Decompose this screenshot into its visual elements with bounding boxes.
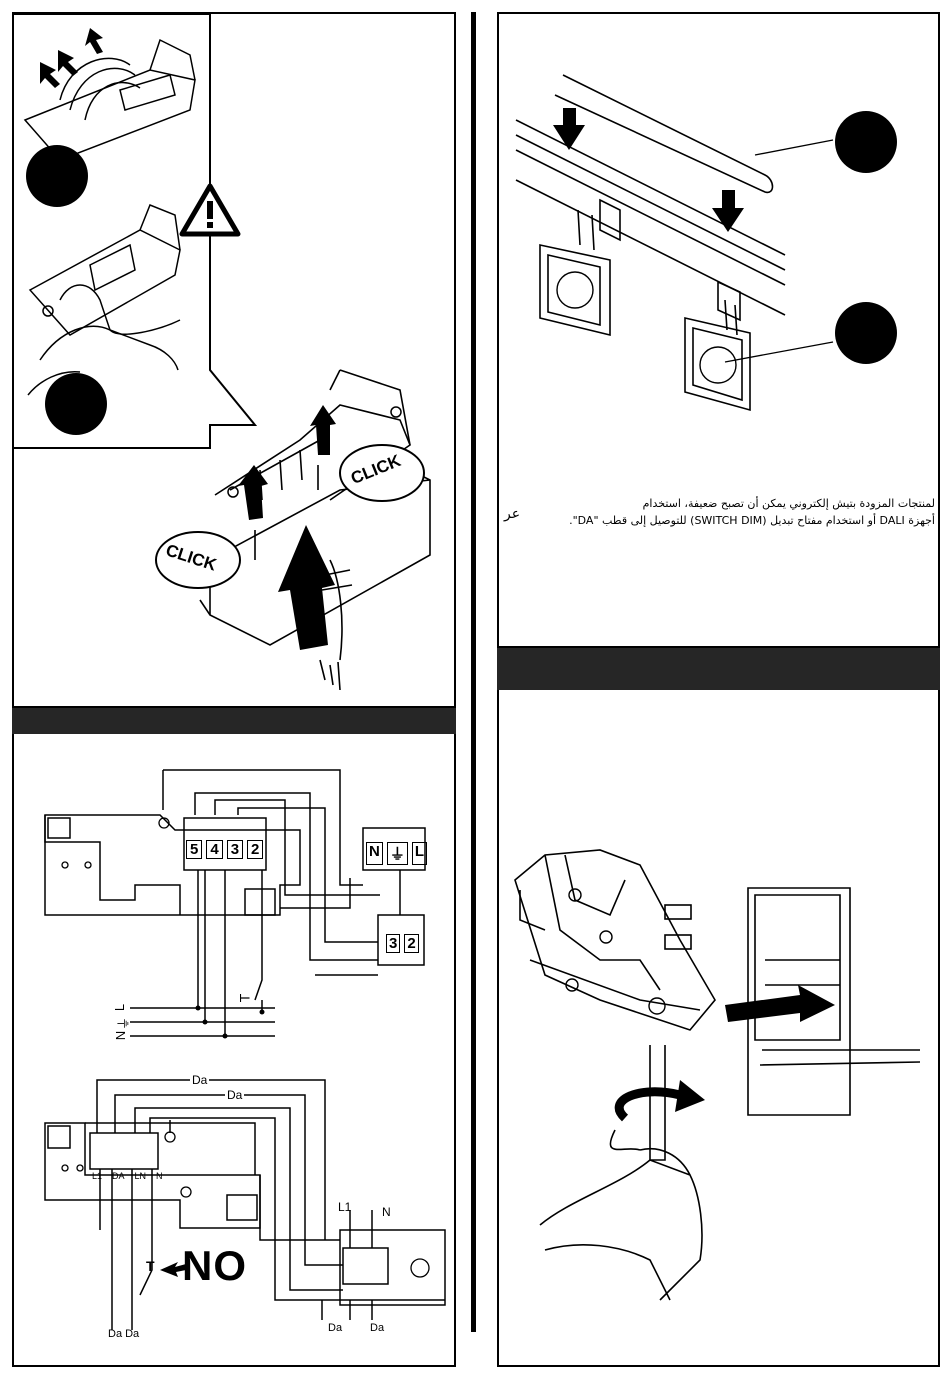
panel-top-left <box>12 12 456 708</box>
driver-terminal-block: L1 DA LN N <box>92 1171 163 1181</box>
bus-label-earth: ⏚ <box>113 1017 132 1030</box>
panel-bottom-right <box>497 690 940 1367</box>
terminal-label: 5 <box>186 840 202 859</box>
arabic-note-line-1: لمنتجات المزودة بتيش إلكتروني يمكن أن تص… <box>530 496 935 512</box>
terminal-label: ⏚ <box>387 842 408 865</box>
da-label-top-2: Da <box>225 1088 244 1102</box>
bus-label-n: N <box>113 1031 128 1040</box>
terminal-label: 4 <box>206 840 222 859</box>
bottom-da-1: Da <box>328 1322 342 1334</box>
terminal-label: N <box>366 842 383 865</box>
right-label-l1: L1 <box>338 1200 351 1214</box>
section-bar-right <box>497 648 940 690</box>
terminal-label: L <box>412 842 427 865</box>
bottom-da-2: Da <box>370 1322 384 1334</box>
aux-terminal-block: 3 2 <box>386 934 419 953</box>
terminal-label: 2 <box>247 840 263 859</box>
bus-label-l: L <box>112 1004 127 1011</box>
panel-top-right <box>497 12 940 648</box>
da-label-top-1: Da <box>190 1073 209 1087</box>
right-label-n: N <box>382 1205 391 1219</box>
terminal-label: DA <box>112 1171 125 1181</box>
mains-terminal-block: N ⏚ L <box>366 842 427 865</box>
terminal-label: N <box>156 1171 163 1181</box>
language-tag: عر <box>504 506 520 522</box>
arabic-note-line-2: أجهزة DALI أو استخدام مفتاح تبديل (SWITC… <box>530 513 935 529</box>
terminal-label: LN <box>135 1171 147 1181</box>
warning-text-no: NO <box>182 1242 247 1290</box>
terminal-label: 3 <box>386 934 400 953</box>
terminal-label: 2 <box>404 934 418 953</box>
terminal-label: 3 <box>227 840 243 859</box>
main-terminal-block: 5 4 3 2 <box>186 840 263 859</box>
bottom-da-left: Da Da <box>108 1328 139 1340</box>
center-divider <box>471 12 476 1332</box>
terminal-label: L1 <box>92 1171 102 1181</box>
switch-label-1: T <box>236 994 252 1003</box>
section-bar-left <box>12 708 456 734</box>
switch-label-2: T <box>146 1258 155 1274</box>
